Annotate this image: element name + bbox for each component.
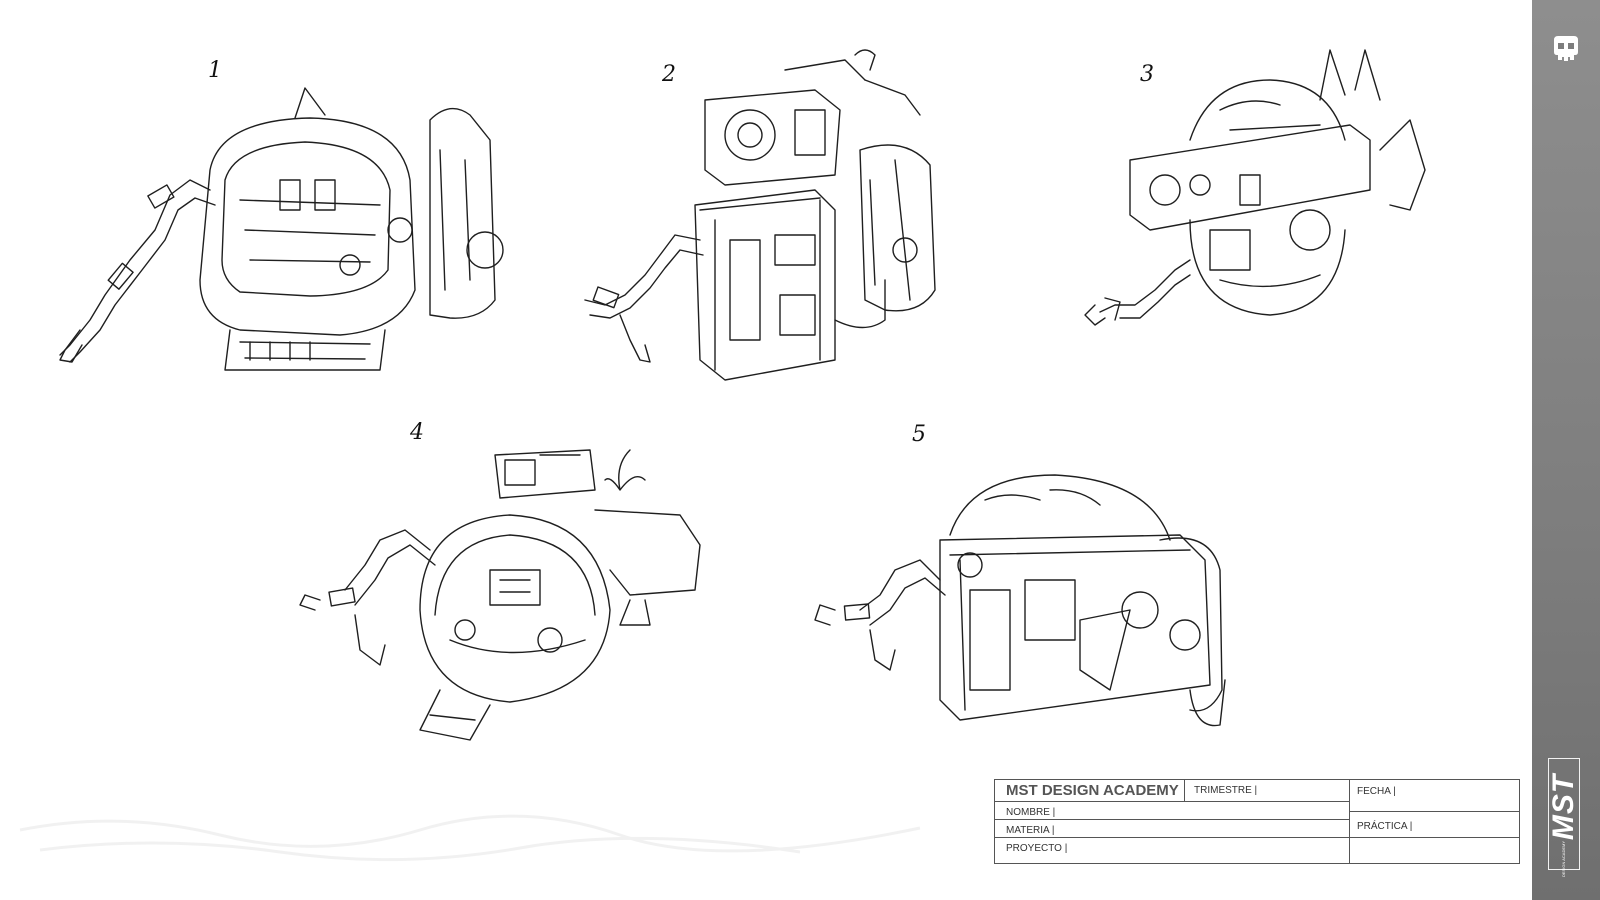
sketch-number-1: 1	[208, 58, 222, 83]
sketch-number-2: 2	[662, 62, 676, 87]
sketch-number-3: 3	[1140, 62, 1154, 87]
proyecto-field: PROYECTO |	[1006, 843, 1068, 854]
sketch-1-drawing	[59, 87, 504, 371]
title-block: MST DESIGN ACADEMY TRIMESTRE | FECHA | N…	[994, 779, 1520, 869]
brand-sidebar: MST DESIGN ACADEMY	[1532, 0, 1600, 900]
sketch-2-drawing	[584, 49, 936, 381]
materia-field: MATERIA |	[1006, 825, 1055, 836]
brand-mark: MST	[1547, 774, 1580, 841]
fecha-field: FECHA |	[1357, 786, 1396, 797]
sketch-number-4: 4	[410, 420, 424, 445]
academy-title: MST DESIGN ACADEMY	[1006, 782, 1179, 799]
sketch-3-drawing	[1084, 49, 1426, 326]
practica-field: PRÁCTICA |	[1357, 821, 1413, 832]
trimestre-field: TRIMESTRE |	[1194, 785, 1258, 796]
background-scribble	[19, 814, 921, 862]
nombre-field: NOMBRE |	[1006, 807, 1056, 818]
sketch-4-drawing	[299, 449, 701, 741]
skull-icon	[1554, 36, 1578, 61]
brand-subtitle: DESIGN ACADEMY	[1561, 840, 1566, 878]
sketch-5-drawing	[814, 474, 1226, 727]
brand-logo: MST DESIGN ACADEMY	[1547, 758, 1580, 877]
sketch-number-5: 5	[912, 422, 926, 447]
